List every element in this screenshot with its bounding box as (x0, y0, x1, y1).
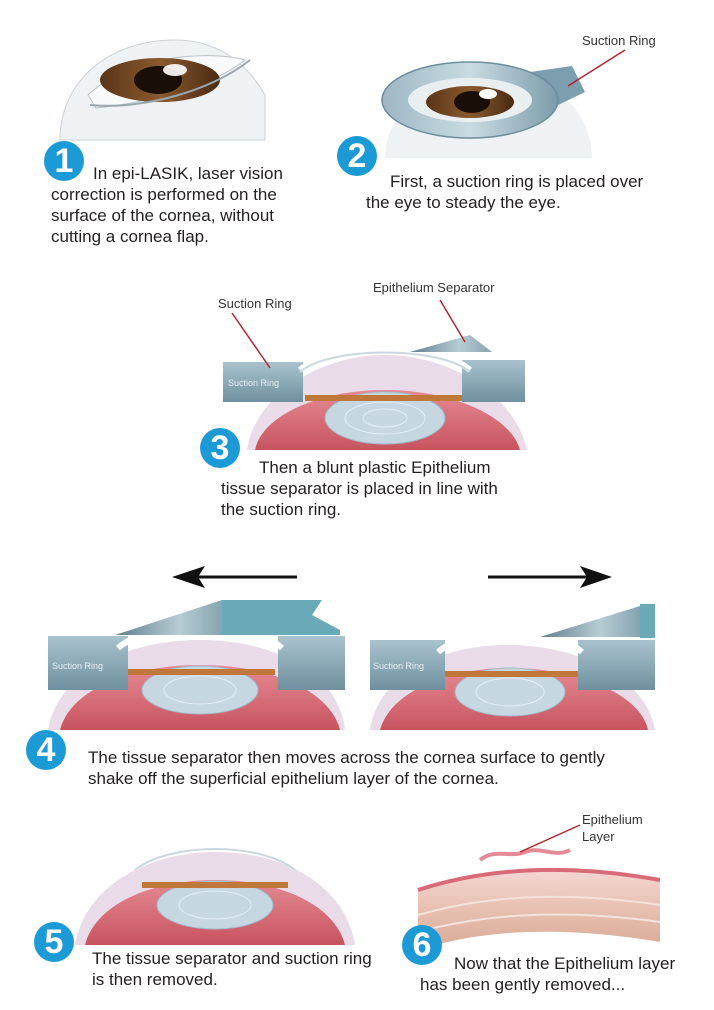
step-5-badge: 5 (34, 922, 74, 962)
suction-ring-pointer-2 (567, 49, 626, 87)
step-5-caption: The tissue separator and suction ring is… (92, 949, 372, 989)
arrow-right (488, 566, 612, 588)
suction-ring-inline-4-right: Suction Ring (373, 661, 425, 671)
epithelium-layer-flap (478, 848, 571, 862)
step-6-caption: Now that the Epithelium layer has been g… (420, 954, 676, 994)
epithelium-layer-pointer (519, 824, 581, 853)
epithelium-layer-label-line1: Epithelium (582, 812, 643, 827)
eye-with-suction-ring-2 (381, 49, 626, 158)
separator-pointer-3 (439, 299, 466, 343)
suction-ring-inline-3: Suction Ring (228, 378, 280, 388)
cross-section-5 (75, 842, 355, 945)
suction-ring-pointer-3 (231, 312, 271, 369)
corneal-layer-6 (417, 824, 661, 950)
step-6-badge: 6 (402, 925, 442, 965)
step-3-badge: 3 (200, 428, 240, 468)
epithelium-layer-label-line2: Layer (582, 829, 615, 844)
suction-ring-label-3: Suction Ring (218, 296, 292, 311)
cross-section-3 (223, 299, 527, 450)
step-4-caption: The tissue separator then moves across t… (88, 748, 605, 788)
arrow-left (172, 566, 297, 588)
epithelium-separator-label: Epithelium Separator (373, 280, 495, 295)
step-1-caption: In epi-LASIK, laser vision correction is… (51, 164, 283, 246)
suction-ring-inline-4-left: Suction Ring (52, 661, 104, 671)
step-1-badge: 1 (44, 141, 84, 181)
step-2-badge: 2 (337, 136, 377, 176)
eyeball-1 (59, 39, 266, 141)
step-4-badge: 4 (26, 730, 66, 770)
step-2-caption: First, a suction ring is placed over the… (366, 172, 644, 212)
suction-ring-label-2: Suction Ring (582, 33, 656, 48)
step-3-caption: Then a blunt plastic Epithelium tissue s… (221, 458, 498, 519)
